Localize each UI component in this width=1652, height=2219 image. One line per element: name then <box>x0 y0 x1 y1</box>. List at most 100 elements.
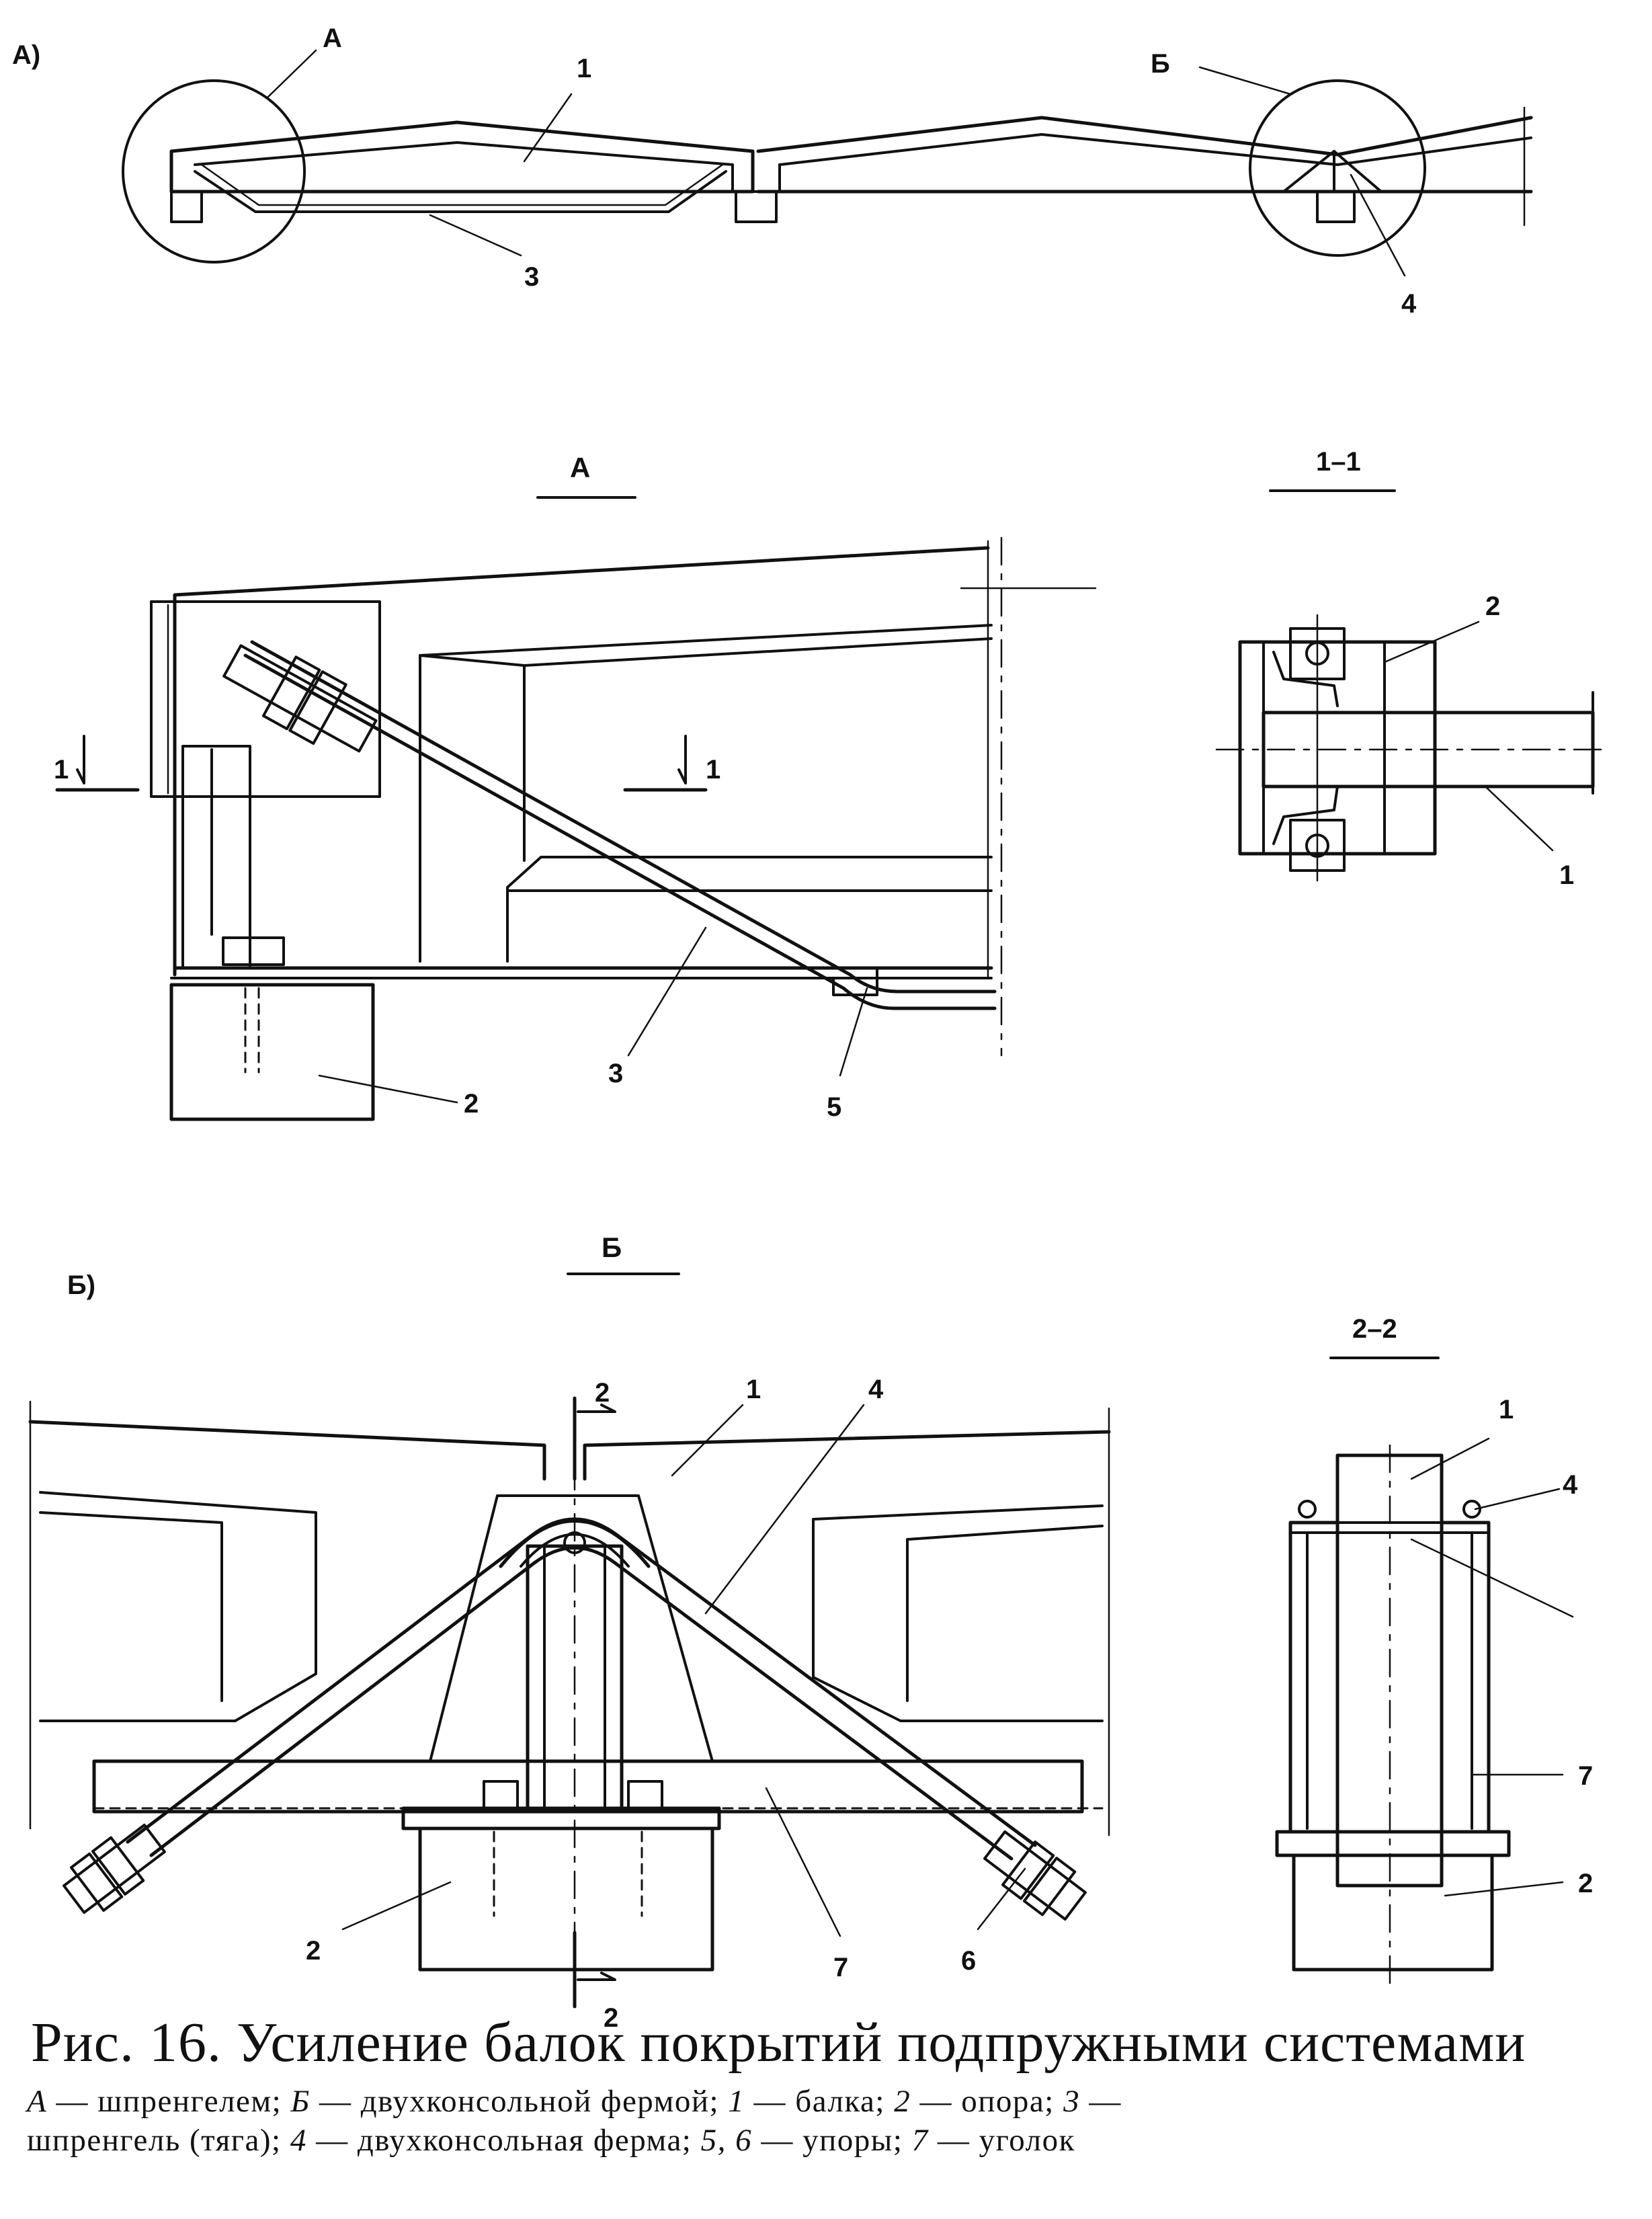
beam-left-opening-inner <box>39 1511 223 1702</box>
section-1-left-arrow <box>76 735 85 784</box>
section-2-2-pin-left <box>1298 1500 1317 1519</box>
stop-5 <box>832 967 878 996</box>
label-3a: 3 <box>608 1059 623 1088</box>
section-1-1-title: 1–1 <box>1316 447 1361 477</box>
caption-body: А — шпренгелем; Б — двухконсольной фермо… <box>27 2082 1633 2160</box>
figure-caption: Рис. 16. Усиление балок покрытий подпруж… <box>27 2010 1633 2160</box>
beam-right-top <box>583 1430 1111 1481</box>
detail-b: Б) Б <box>28 1232 1111 2033</box>
sprengel-rod-inner <box>200 163 724 206</box>
section-2-2-title: 2–2 <box>1352 1314 1397 1344</box>
part-a-label: А) <box>12 40 40 70</box>
beam-left-opening <box>39 1491 317 1722</box>
caption-line-2: шпренгель (тяга); 4 — двухконсольная фер… <box>27 2121 1633 2160</box>
beam-left-top <box>28 1420 546 1481</box>
section-1-right-label: 1 <box>706 755 720 784</box>
label-1b: 1 <box>1559 860 1574 890</box>
label-6: 6 <box>961 1946 976 1976</box>
end-bolt-left-nut-1 <box>69 1852 124 1912</box>
leader-1c <box>671 1404 744 1477</box>
caption-text-7: — уголок <box>928 2123 1075 2158</box>
leader-b <box>1198 66 1292 95</box>
leader-1 <box>523 93 573 163</box>
leader-4 <box>1350 173 1406 277</box>
detail-a-callout: А <box>323 24 342 53</box>
detail-a: А <box>54 452 1097 1122</box>
support-middle <box>735 190 778 223</box>
caption-title: Рис. 16. Усиление балок покрытий подпруж… <box>31 2011 1526 2074</box>
leader-3 <box>429 214 522 257</box>
section-1-1-angle-bottom <box>1272 785 1339 845</box>
caption-text-b: — двухконсольной фермой; <box>310 2084 729 2119</box>
section-2-2-support <box>1292 1853 1494 1972</box>
end-bolt-left-shank <box>63 1823 166 1914</box>
label-4d: 4 <box>1563 1470 1578 1500</box>
leader-2c <box>341 1881 452 1931</box>
support-left <box>170 190 203 223</box>
detail-a-title: А <box>570 452 590 483</box>
support-2b <box>418 1826 714 1972</box>
caption-text-3: — <box>1080 2084 1122 2119</box>
label-7d: 7 <box>1578 1761 1593 1791</box>
support-2 <box>169 983 375 1121</box>
overview-elevation: А) А 1 3 Б 4 <box>12 24 1533 319</box>
beam-right-opening-inner <box>906 1525 1104 1702</box>
caption-key-b: Б <box>290 2084 311 2119</box>
caption-text-a: — шпренгелем; <box>47 2084 291 2119</box>
detail-b-callout: Б <box>1151 49 1170 79</box>
leader-2d <box>1444 1881 1564 1897</box>
support-right <box>1316 190 1356 223</box>
section-2-2-truss-right <box>1440 1521 1491 1834</box>
section-2-2-base-plate <box>1275 1830 1511 1857</box>
leader-2b <box>1383 620 1480 663</box>
label-1c: 1 <box>746 1375 761 1404</box>
left-beam-inner <box>194 141 734 193</box>
label-1: 1 <box>577 54 591 83</box>
leader-7 <box>765 1787 841 1937</box>
caption-key-1: 1 <box>728 2084 745 2119</box>
leader-5 <box>839 987 868 1077</box>
console-truss-small <box>1282 150 1382 193</box>
section-2-bottom-label: 2 <box>604 2003 618 2033</box>
leader-4d <box>1474 1488 1561 1510</box>
gusset-plate <box>429 1494 714 1763</box>
section-1-left-label: 1 <box>54 755 69 784</box>
leader-1d <box>1410 1437 1490 1480</box>
end-bolt-left-nut-2 <box>91 1836 145 1896</box>
sprengel-rod-a <box>243 653 997 1010</box>
leader-4c <box>704 1404 865 1615</box>
caption-text-3b: шпренгель (тяга); <box>27 2123 290 2158</box>
detail-circle-b <box>1249 79 1426 257</box>
bottom-flange <box>92 1759 1084 1814</box>
caption-key-a: А <box>27 2084 48 2119</box>
label-4c: 4 <box>868 1375 884 1404</box>
beam-top-edge <box>173 546 990 977</box>
beam-right-opening <box>812 1504 1104 1722</box>
caption-key-2: 2 <box>894 2084 911 2119</box>
end-bolt-right-nut-1 <box>1001 1841 1055 1900</box>
section-1-1-plate <box>1238 640 1437 856</box>
label-3: 3 <box>524 262 539 292</box>
section-2-2-pin-right <box>1462 1500 1481 1519</box>
column-stub <box>181 745 251 969</box>
right-beam-inner <box>778 133 1532 166</box>
section-2-top-arrow <box>577 1404 616 1413</box>
part-b-label: Б) <box>67 1270 95 1300</box>
section-1-right-arrow <box>677 735 687 784</box>
label-5: 5 <box>827 1092 841 1122</box>
leader-6 <box>977 1867 1026 1931</box>
base-nut-right <box>627 1780 663 1810</box>
caption-key-7: 7 <box>911 2123 929 2158</box>
right-beam-top <box>756 116 1533 157</box>
anchor-nut-2 <box>288 670 347 745</box>
section-2-top-label: 2 <box>595 1378 610 1408</box>
end-bolt-right-nut-2 <box>1022 1857 1077 1917</box>
anchor-bolt-shank <box>222 644 378 753</box>
caption-key-3: 3 <box>1063 2084 1081 2119</box>
end-bolt-right-shank <box>983 1830 1087 1921</box>
detail-b-title: Б <box>602 1232 622 1263</box>
sprengel-rod-a-inner <box>250 640 997 994</box>
label-1d: 1 <box>1499 1395 1514 1424</box>
label-2b: 2 <box>1485 592 1500 621</box>
